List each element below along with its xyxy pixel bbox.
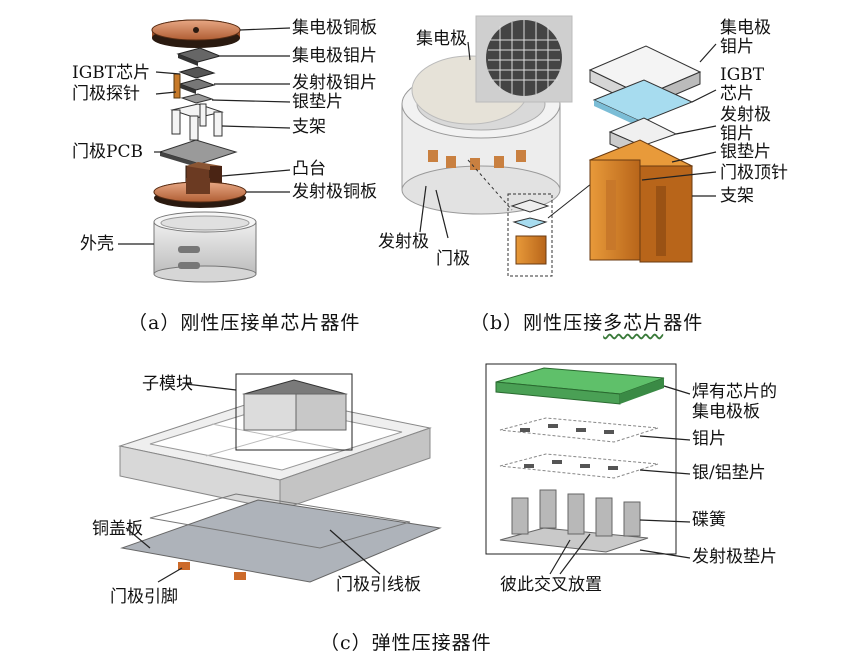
label-copper-lid: 铜盖板 <box>92 519 143 539</box>
caption-b-suffix: 器件 <box>663 312 704 334</box>
label-gate-pin: 门极顶针 <box>720 163 788 183</box>
caption-b-prefix: （b）刚性压接 <box>470 312 604 334</box>
panel-c-press-pack <box>118 373 442 583</box>
label-moly-c: 钼片 <box>692 429 726 449</box>
caption-b: （b）刚性压接多芯片器件 <box>470 312 703 334</box>
label-housing: 外壳 <box>80 234 114 254</box>
label-submodule: 子模块 <box>142 374 193 394</box>
label-disc-spring: 碟簧 <box>692 510 726 530</box>
label-emitter-b: 发射极 <box>378 232 429 252</box>
panel-c-submodule-exploded <box>485 363 691 575</box>
label-gate-pin-c: 门极引脚 <box>110 587 178 607</box>
label-boss: 凸台 <box>292 159 326 179</box>
label-cross-placed: 彼此交叉放置 <box>500 575 602 595</box>
label-chip-board-2: 集电极板 <box>692 402 760 422</box>
label-gate-lead-board: 门极引线板 <box>336 575 421 595</box>
label-emitter-copper: 发射极铜板 <box>292 182 377 202</box>
label-bracket-b: 支架 <box>720 186 754 206</box>
label-chip-board-1: 焊有芯片的 <box>692 382 777 402</box>
label-emitter-shim: 发射极垫片 <box>692 547 777 567</box>
caption-b-underlined: 多芯片 <box>603 312 664 334</box>
panel-b-press-pack <box>401 15 717 277</box>
label-collector-r2: 钼片 <box>720 37 754 57</box>
label-gate-probe: 门极探针 <box>72 84 140 104</box>
label-collector-moly: 集电极钼片 <box>292 46 377 66</box>
label-emitter-r1: 发射极 <box>720 105 771 125</box>
label-igbt-chip: IGBT芯片 <box>72 63 151 83</box>
label-silver-shim: 银垫片 <box>292 92 343 112</box>
caption-c: （c）弹性压接器件 <box>320 632 492 654</box>
label-collector-b: 集电极 <box>416 29 467 49</box>
label-gate-b: 门极 <box>436 249 470 269</box>
label-silver-shim-b: 银垫片 <box>720 142 771 162</box>
panel-a-stack <box>118 19 291 283</box>
label-igbt-r2: 芯片 <box>720 84 754 104</box>
label-ag-al-shim: 银/铝垫片 <box>692 463 766 483</box>
label-collector-r1: 集电极 <box>720 18 771 38</box>
label-bracket-a: 支架 <box>292 117 326 137</box>
label-igbt-r1: IGBT <box>720 65 765 85</box>
label-emitter-r2: 钼片 <box>720 124 754 144</box>
label-collector-copper: 集电极铜板 <box>292 18 377 38</box>
caption-a: （a）刚性压接单芯片器件 <box>128 312 361 334</box>
label-emitter-moly: 发射极钼片 <box>292 73 377 93</box>
label-gate-pcb: 门极PCB <box>72 142 143 162</box>
